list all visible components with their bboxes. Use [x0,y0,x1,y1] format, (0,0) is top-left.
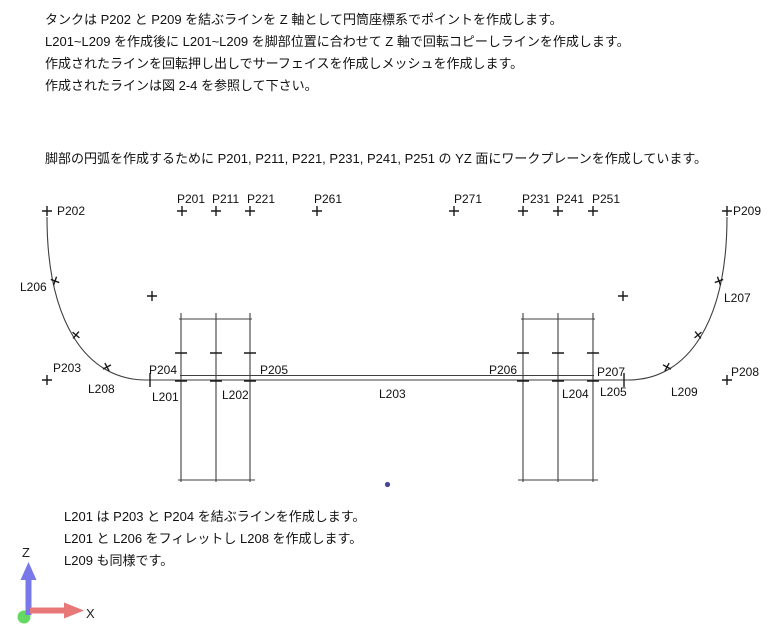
plus-markers [42,206,732,385]
leg-tick-marks [149,352,625,387]
point-label-p203: P203 [53,361,82,375]
axis-triad [17,562,84,624]
line-label-l204: L204 [562,387,589,401]
intro-line-3: 作成されたラインを回転押し出しでサーフェイスを作成しメッシュを作成します。 [45,56,524,71]
construction-dot [384,481,391,488]
point-label-p206: P206 [489,363,518,377]
point-label-p261: P261 [314,192,343,206]
line-label-l202: L202 [222,388,249,402]
point-label-p208: P208 [731,365,760,379]
workplane-note: 脚部の円弧を作成するために P201, P211, P221, P231, P2… [45,148,707,170]
point-label-p205: P205 [260,363,289,377]
note-line-1: L201 は P203 と P204 を結ぶラインを作成します。 [64,509,366,524]
point-label-p271: P271 [454,192,483,206]
point-label-p209: P209 [733,204,762,218]
point-label-p251: P251 [592,192,621,206]
notes-paragraph: L201 は P203 と P204 を結ぶラインを作成します。 L201 と … [64,506,365,572]
intro-line-2: L201~L209 を作成後に L201~L209 を脚部位置に合わせて Z 軸… [45,34,630,49]
line-label-l205: L205 [600,385,627,399]
point-label-p207: P207 [597,365,626,379]
line-label-l203: L203 [379,387,406,401]
left-leg-lines [178,313,255,482]
curve-tick-right-mid [694,331,702,339]
z-axis-label: Z [22,545,30,560]
curve-tick-l206 [50,276,60,286]
workplane-note-line: 脚部の円弧を作成するために P201, P211, P221, P231, P2… [45,151,708,166]
point-label-p221: P221 [247,192,276,206]
point-label-p241: P241 [556,192,585,206]
intro-paragraph: タンクは P202 と P209 を結ぶラインを Z 軸として円筒座標系でポイン… [45,9,630,97]
x-axis-arrow [30,602,84,619]
line-label-l201: L201 [152,390,179,404]
right-fillet-curve [627,216,728,381]
line-label-l208: L208 [88,382,115,396]
curve-tick-left-mid [72,331,80,339]
note-line-2: L201 と L206 をフィレットし L208 を作成します。 [64,531,363,546]
z-axis-arrow [20,562,37,615]
point-label-p204: P204 [149,363,178,377]
intro-line-4: 作成されたラインは図 2-4 を参照して下さい。 [45,78,318,93]
curve-tick-l207 [714,276,724,286]
point-markers [42,206,732,387]
point-label-p231: P231 [522,192,551,206]
point-label-p211: P211 [212,192,240,206]
curve-tick-l209 [662,362,672,372]
line-label-l209: L209 [671,385,698,399]
point-label-p202: P202 [57,204,86,218]
point-label-p201: P201 [177,192,206,206]
right-leg-lines [518,313,598,482]
curve-tick-l208 [102,362,112,372]
x-axis-label: X [86,606,95,621]
left-fillet-curve [46,216,147,381]
line-label-l207: L207 [724,291,751,305]
line-label-l206: L206 [20,280,47,294]
note-line-3: L209 も同様です。 [64,553,174,568]
intro-line-1: タンクは P202 と P209 を結ぶラインを Z 軸として円筒座標系でポイン… [45,12,563,27]
tank-outline-lines [46,216,728,482]
